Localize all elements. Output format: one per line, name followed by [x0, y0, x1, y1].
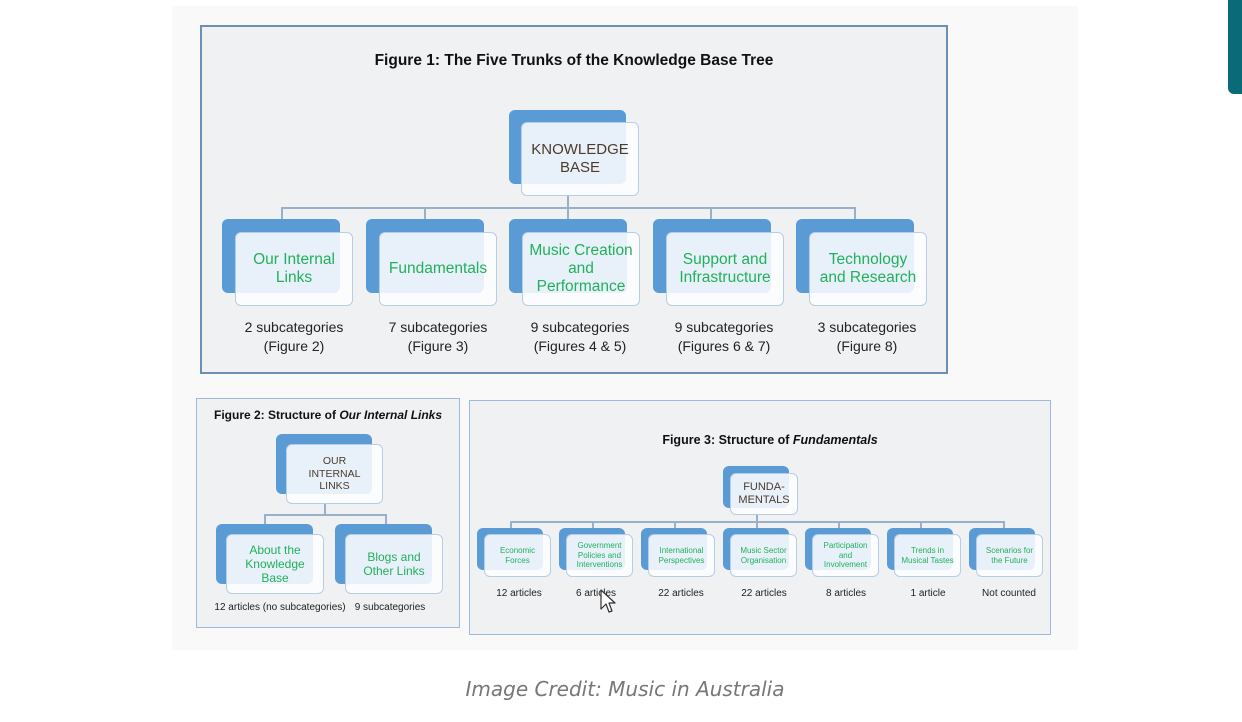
connector — [756, 513, 758, 521]
connector — [567, 207, 569, 219]
connector — [838, 521, 840, 529]
connector — [854, 207, 856, 219]
caption-figure-ref: (Figures 4 & 5) — [533, 337, 627, 354]
connector — [567, 195, 569, 207]
connector — [674, 521, 676, 529]
caption-figure-ref: (Figure 2) — [263, 337, 325, 354]
connector — [1003, 521, 1005, 529]
trunk-caption: 2 subcategories (Figure 2) — [224, 318, 364, 356]
child-caption: 22 articles — [741, 588, 787, 599]
figure1-panel — [200, 25, 948, 374]
connector — [385, 514, 387, 524]
caption-count: 9 subcategories — [530, 319, 630, 335]
figure2-title: Figure 2: Structure of Our Internal Link… — [214, 408, 442, 422]
caption-count: 3 subcategories — [817, 319, 917, 335]
connector — [510, 521, 512, 529]
caption-count: 2 subcategories — [244, 319, 344, 335]
side-panel-tab[interactable] — [1228, 0, 1242, 94]
child-caption: 9 subcategories — [354, 602, 426, 613]
connector — [324, 503, 326, 514]
trunk-caption: 9 subcategories (Figures 4 & 5) — [510, 318, 650, 356]
title-prefix: Figure 3: Structure of — [662, 433, 793, 447]
mouse-cursor-icon — [600, 589, 616, 613]
caption-count: 7 subcategories — [388, 319, 488, 335]
connector — [710, 207, 712, 219]
figure3-title: Figure 3: Structure of Fundamentals — [469, 433, 1071, 447]
connector — [920, 521, 922, 529]
child-caption: 12 articles (no subcategories) — [214, 602, 346, 613]
connector — [264, 514, 266, 524]
child-caption: 6 articles — [575, 588, 616, 599]
caption-figure-ref: (Figure 3) — [407, 337, 469, 354]
title-italic: Our Internal Links — [339, 408, 443, 422]
figure1-title: Figure 1: The Five Trunks of the Knowled… — [374, 52, 774, 69]
title-prefix: Figure 2: Structure of — [214, 408, 340, 422]
child-caption: 12 articles — [496, 588, 542, 599]
connector — [756, 521, 758, 529]
connector — [281, 207, 283, 219]
title-italic: Fundamentals — [792, 433, 878, 447]
connector — [424, 207, 426, 219]
child-caption: 1 article — [910, 588, 946, 599]
child-caption: 8 articles — [825, 588, 866, 599]
trunk-caption: 3 subcategories (Figure 8) — [797, 318, 937, 356]
node-label: KNOWLEDGE BASE — [521, 122, 639, 196]
image-credit: Image Credit: Music in Australia — [465, 677, 785, 701]
connector — [592, 521, 594, 529]
caption-figure-ref: (Figure 8) — [836, 337, 898, 354]
trunk-caption: 9 subcategories (Figures 6 & 7) — [654, 318, 794, 356]
child-caption: Not counted — [982, 588, 1036, 599]
child-caption: 22 articles — [658, 588, 704, 599]
trunk-caption: 7 subcategories (Figure 3) — [368, 318, 508, 356]
connector — [264, 514, 386, 516]
caption-figure-ref: (Figures 6 & 7) — [677, 337, 771, 354]
caption-count: 9 subcategories — [674, 319, 774, 335]
figure3-panel — [469, 400, 1051, 635]
